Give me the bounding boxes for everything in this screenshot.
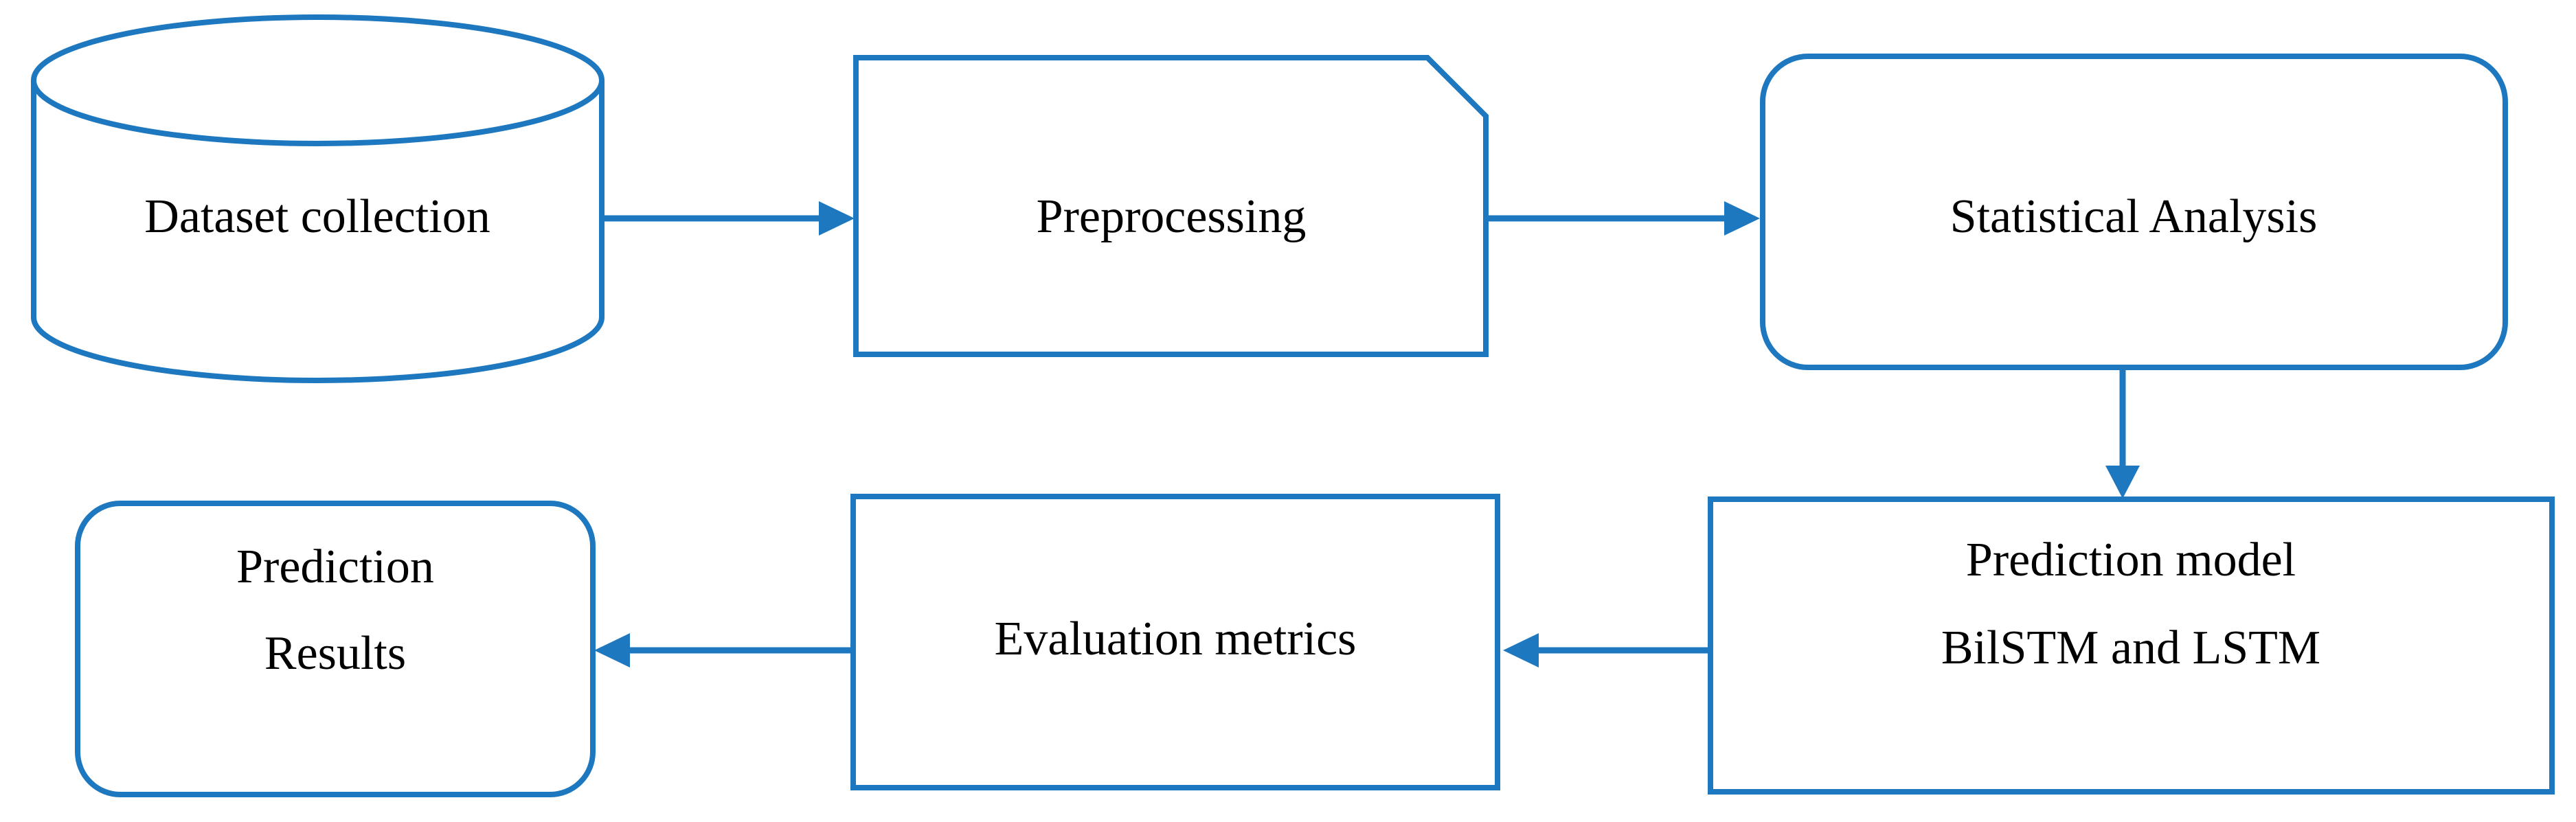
node-dataset-collection: Dataset collection xyxy=(31,14,605,383)
node-label-prediction-model-line2: BilSTM and LSTM xyxy=(1941,621,2320,674)
node-prediction-results: Prediction Results xyxy=(75,501,596,797)
node-statistical-analysis: Statistical Analysis xyxy=(1760,54,2508,370)
arrow-dataset-to-preprocessing xyxy=(605,201,855,236)
node-label-prediction-results-line2: Results xyxy=(264,627,406,680)
arrow-head-left-icon xyxy=(594,633,630,667)
arrow-head-right-icon xyxy=(819,201,855,236)
arrow-head-left-icon xyxy=(1503,633,1539,667)
rect-shape xyxy=(1708,496,2555,795)
rect-shape xyxy=(850,494,1500,790)
node-label-statistical-analysis: Statistical Analysis xyxy=(1950,190,2318,243)
node-label-prediction-results-line1: Prediction xyxy=(236,540,434,593)
node-label-preprocessing: Preprocessing xyxy=(1037,190,1307,243)
node-label-prediction-model-line1: Prediction model xyxy=(1966,534,2296,586)
rounded-rect-shape xyxy=(1760,54,2508,370)
node-prediction-model: Prediction model BilSTM and LSTM xyxy=(1708,496,2555,795)
arrow-statistical-to-prediction-model xyxy=(2105,367,2140,499)
cylinder-top-ellipse xyxy=(31,14,605,146)
arrow-prediction-model-to-evaluation xyxy=(1503,633,1708,667)
arrow-preprocessing-to-statistical xyxy=(1489,201,1760,236)
card-shape xyxy=(853,55,1489,357)
arrow-evaluation-to-results xyxy=(594,633,853,667)
arrow-head-down-icon xyxy=(2105,466,2140,499)
node-label-evaluation-metrics: Evaluation metrics xyxy=(995,613,1357,665)
arrow-head-right-icon xyxy=(1724,201,1760,236)
node-evaluation-metrics: Evaluation metrics xyxy=(850,494,1500,790)
node-label-dataset-collection: Dataset collection xyxy=(144,190,490,243)
rounded-rect-shape xyxy=(75,501,596,797)
cylinder-body-shape xyxy=(31,80,605,383)
node-preprocessing: Preprocessing xyxy=(853,55,1489,357)
